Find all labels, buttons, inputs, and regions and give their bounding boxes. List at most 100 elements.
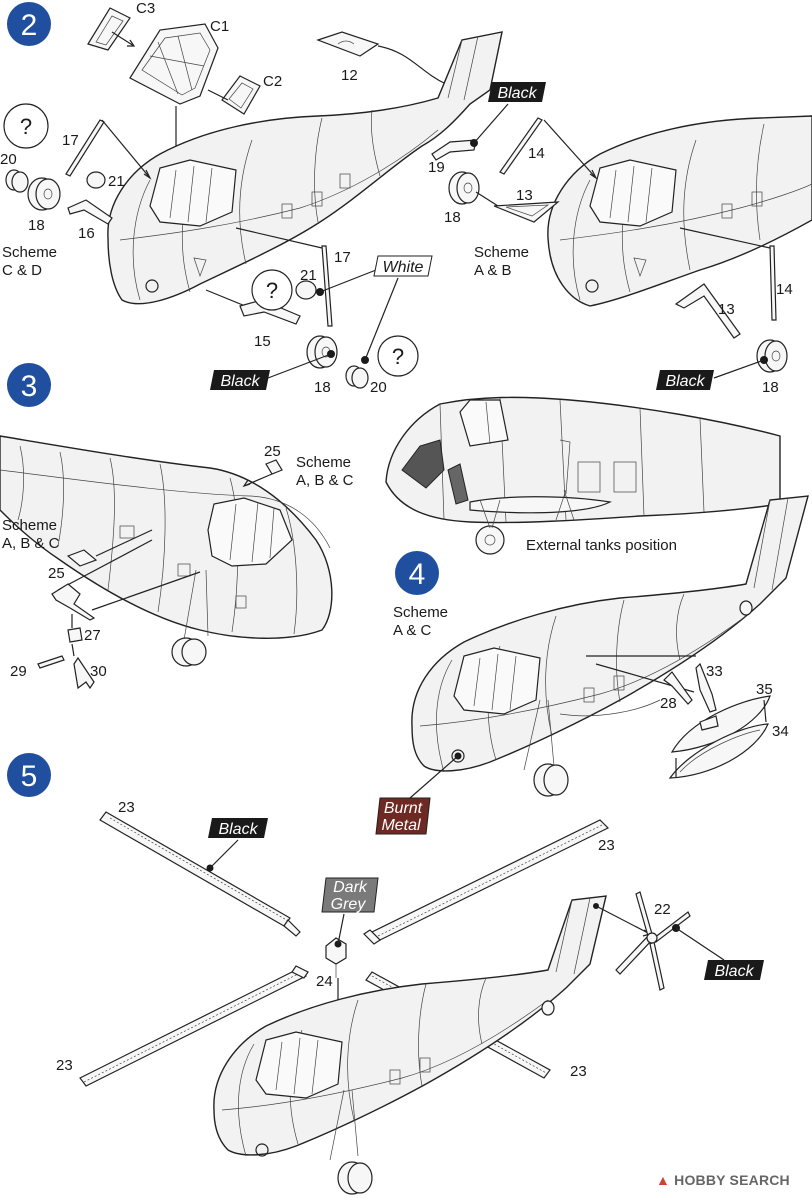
svg-text:Scheme: Scheme	[2, 517, 57, 534]
part-21-hub-lower	[295, 280, 317, 300]
svg-text:34: 34	[772, 723, 789, 740]
svg-text:17: 17	[334, 249, 351, 266]
helicopter-step3	[0, 435, 333, 667]
part-18-wheel-right-lower	[756, 339, 788, 373]
svg-text:C & D: C & D	[2, 262, 42, 279]
part-20-hub-lower	[345, 365, 369, 389]
part-34-tank-bottom	[668, 723, 769, 779]
svg-text:29: 29	[10, 663, 27, 680]
svg-text:Scheme: Scheme	[393, 604, 448, 621]
svg-text:20: 20	[0, 151, 17, 168]
svg-text:13: 13	[516, 187, 533, 204]
svg-text:14: 14	[776, 281, 793, 298]
svg-text:Scheme: Scheme	[474, 244, 529, 261]
svg-text:23: 23	[570, 1063, 587, 1080]
helicopter-step5	[213, 895, 607, 1195]
part-14-strut-right	[769, 245, 777, 321]
svg-text:3: 3	[21, 370, 38, 403]
step-3-badge: 3	[7, 363, 51, 407]
part-29-rod	[37, 655, 65, 669]
svg-text:23: 23	[598, 837, 615, 854]
color-tag-burnt-metal: Burnt Metal	[375, 797, 431, 835]
svg-text:Black: Black	[714, 963, 754, 980]
svg-text:12: 12	[341, 67, 358, 84]
part-20-hub	[5, 169, 29, 193]
svg-text:C1: C1	[210, 18, 229, 35]
step-5-badge: 5	[7, 753, 51, 797]
rotor-blade-upper-right	[363, 819, 610, 945]
svg-text:A & C: A & C	[393, 622, 432, 639]
part-19-bracket	[431, 139, 477, 161]
svg-text:5: 5	[21, 760, 38, 793]
svg-text:18: 18	[762, 379, 779, 396]
svg-text:Dark: Dark	[333, 879, 368, 896]
part-18-wheel-lower	[306, 335, 338, 369]
svg-text:White: White	[383, 259, 424, 276]
part-13-brace-lower	[674, 283, 741, 339]
part-12-panel	[316, 31, 380, 57]
helicopter-step2-left	[107, 31, 503, 305]
svg-text:Scheme: Scheme	[296, 454, 351, 471]
canopy-part-c2	[221, 75, 261, 115]
svg-text:21: 21	[300, 267, 317, 284]
canopy-part-c1	[129, 23, 219, 105]
color-tag-black-3: Black	[656, 370, 714, 390]
part-18-wheel-right-upper	[448, 171, 480, 205]
svg-text:Black: Black	[665, 373, 705, 390]
rotor-blade-upper-left	[99, 811, 301, 937]
svg-text:C2: C2	[263, 73, 282, 90]
question-circle-3: ?	[377, 335, 419, 377]
svg-text:Scheme: Scheme	[2, 244, 57, 261]
part-18-wheel-left	[27, 177, 61, 211]
part-25-upper	[265, 459, 283, 475]
svg-text:Metal: Metal	[381, 817, 421, 834]
svg-text:24: 24	[316, 973, 333, 990]
color-tag-black-4: Black	[208, 818, 268, 838]
step-4-badge: 4	[395, 551, 439, 595]
part-27-bracket	[51, 583, 96, 621]
part-27-block	[67, 627, 83, 643]
svg-text:22: 22	[654, 901, 671, 918]
question-circle-2: ?	[251, 269, 293, 311]
svg-text:17: 17	[62, 132, 79, 149]
svg-text:?: ?	[266, 278, 278, 303]
part-21-hub	[86, 171, 106, 189]
svg-text:External tanks position: External tanks position	[526, 537, 677, 554]
svg-text:18: 18	[314, 379, 331, 396]
watermark-logo-icon: ▲	[656, 1172, 671, 1188]
svg-text:4: 4	[409, 558, 426, 591]
svg-text:16: 16	[78, 225, 95, 242]
part-22-tail-rotor	[615, 891, 691, 991]
svg-text:23: 23	[56, 1057, 73, 1074]
watermark-text: HOBBY SEARCH	[674, 1172, 790, 1188]
svg-text:Black: Black	[218, 821, 258, 838]
svg-text:13: 13	[718, 301, 735, 318]
part-17-strut-right	[321, 245, 333, 327]
svg-text:25: 25	[264, 443, 281, 460]
svg-text:C3: C3	[136, 0, 155, 17]
color-tag-black-5: Black	[704, 960, 764, 980]
color-tag-dark-grey: Dark Grey	[321, 877, 379, 913]
color-tag-white: White	[373, 255, 433, 277]
svg-text:2: 2	[21, 9, 38, 42]
rotor-blade-lower-left	[79, 965, 309, 1087]
part-33-bracket	[695, 662, 717, 713]
svg-text:Black: Black	[497, 85, 537, 102]
svg-text:20: 20	[370, 379, 387, 396]
color-tag-black-1: Black	[210, 370, 270, 390]
svg-text:33: 33	[706, 663, 723, 680]
svg-text:A, B & C: A, B & C	[2, 535, 60, 552]
svg-text:Grey: Grey	[331, 896, 367, 913]
part-16-bracket	[67, 199, 113, 225]
svg-text:23: 23	[118, 799, 135, 816]
canopy-part-c3	[87, 7, 131, 51]
svg-text:19: 19	[428, 159, 445, 176]
svg-text:Burnt: Burnt	[384, 800, 423, 817]
part-35-tank-top	[670, 695, 771, 753]
svg-text:30: 30	[90, 663, 107, 680]
svg-text:A & B: A & B	[474, 262, 512, 279]
svg-text:18: 18	[28, 217, 45, 234]
helicopter-external-tanks-view	[385, 396, 781, 555]
svg-text:18: 18	[444, 209, 461, 226]
